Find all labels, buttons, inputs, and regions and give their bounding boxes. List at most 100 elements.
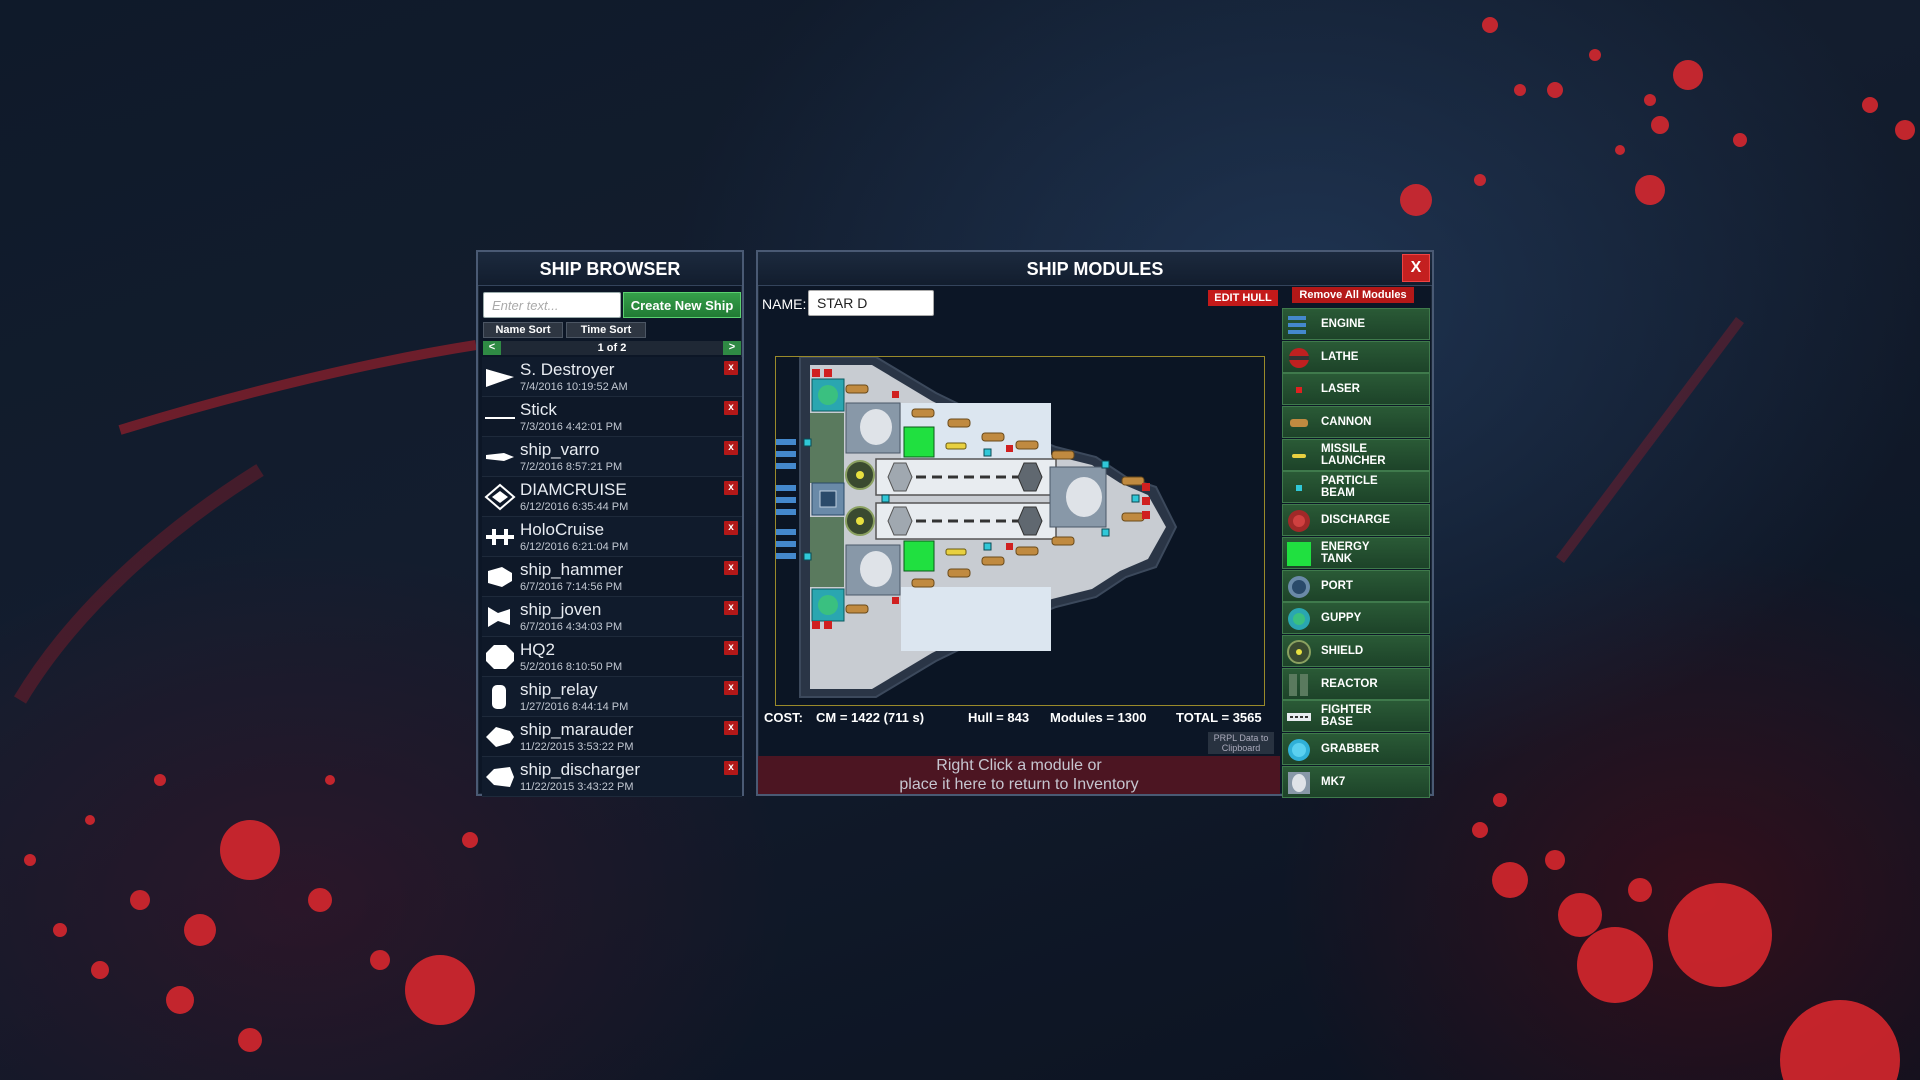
ship-date: 6/12/2016 6:21:04 PM (520, 541, 629, 553)
ship-name-field[interactable] (808, 290, 934, 316)
close-button[interactable]: X (1402, 254, 1430, 282)
ship-name: S. Destroyer (520, 360, 615, 379)
delete-ship-button[interactable]: x (724, 761, 738, 775)
module-item-laser[interactable]: LASER (1282, 373, 1430, 406)
module-label: PORT (1321, 579, 1353, 592)
lathe-icon (1289, 347, 1309, 368)
module-item-mk7[interactable]: MK7 (1282, 765, 1430, 798)
ship-name: ship_varro (520, 440, 600, 459)
module-item-discharge[interactable]: DISCHARGE (1282, 504, 1430, 537)
module-item-guppy[interactable]: GUPPY (1282, 602, 1430, 635)
ship-thumbnail-icon (486, 727, 514, 747)
laser-module (892, 391, 899, 398)
module-item-shield[interactable]: SHIELD (1282, 634, 1430, 667)
cannon-module (1015, 440, 1039, 450)
laser-module (892, 597, 899, 604)
lathe-module (824, 621, 832, 629)
delete-ship-button[interactable]: x (724, 561, 738, 575)
module-item-lathe[interactable]: LATHE (1282, 340, 1430, 373)
ship-modules-title: SHIP MODULES (758, 252, 1432, 286)
remove-all-modules-button[interactable]: Remove All Modules (1292, 287, 1414, 303)
cannon-module (911, 578, 935, 588)
prpl-copy-button[interactable]: PRPL Data to Clipboard (1208, 732, 1274, 754)
port-icon (1288, 575, 1310, 598)
cannon-module (947, 418, 971, 428)
delete-ship-button[interactable]: x (724, 641, 738, 655)
next-page-button[interactable]: > (723, 341, 741, 355)
lathe-module (1142, 511, 1150, 519)
engine-module (776, 463, 796, 469)
search-input[interactable] (483, 292, 621, 318)
cost-cm-value: CM = 1422 (711 s) (816, 710, 925, 725)
ship-name: Stick (520, 400, 557, 419)
ship-thumbnail-icon (485, 417, 515, 419)
delete-ship-button[interactable]: x (724, 721, 738, 735)
ship-name: ship_hammer (520, 560, 623, 579)
ship-list-item[interactable]: ship_varro 7/2/2016 8:57:21 PM x (482, 437, 742, 477)
delete-ship-button[interactable]: x (724, 681, 738, 695)
ship-date: 7/2/2016 8:57:21 PM (520, 461, 623, 473)
ship-date: 6/7/2016 4:34:03 PM (520, 621, 623, 633)
lathe-module (1142, 497, 1150, 505)
missile-launcher-module (945, 442, 967, 450)
ship-list-item[interactable]: Stick 7/3/2016 4:42:01 PM x (482, 397, 742, 437)
engine-module (776, 451, 796, 457)
ship-list-item[interactable]: HQ2 5/2/2016 8:10:50 PM x (482, 637, 742, 677)
module-item-engine[interactable]: ENGINE (1282, 308, 1430, 340)
delete-ship-button[interactable]: x (724, 401, 738, 415)
ship-name: ship_discharger (520, 760, 641, 779)
delete-ship-button[interactable]: x (724, 441, 738, 455)
delete-ship-button[interactable]: x (724, 601, 738, 615)
ship-thumbnail-icon (484, 483, 516, 511)
delete-ship-button[interactable]: x (724, 521, 738, 535)
module-label: LATHE (1321, 350, 1359, 363)
energy-tank-module (903, 426, 935, 458)
ship-date: 5/2/2016 8:10:50 PM (520, 661, 623, 673)
module-item-grabber[interactable]: GRABBER (1282, 732, 1430, 765)
missile-launcher-icon (1292, 453, 1306, 458)
engine-module (776, 497, 796, 503)
prev-page-button[interactable]: < (483, 341, 501, 355)
create-new-ship-button[interactable]: Create New Ship (623, 292, 741, 318)
ship-modules-panel: SHIP MODULES X NAME: EDIT HULL Remove Al… (756, 250, 1434, 798)
ship-date: 7/3/2016 4:42:01 PM (520, 421, 623, 433)
module-item-reactor[interactable]: REACTOR (1282, 667, 1430, 700)
particle-beam-module (983, 448, 992, 457)
delete-ship-button[interactable]: x (724, 361, 738, 375)
cannon-module (947, 568, 971, 578)
module-item-cannon[interactable]: CANNON (1282, 406, 1430, 439)
engine-module (776, 485, 796, 491)
particle-beam-module (803, 438, 812, 447)
cannon-module (845, 604, 869, 614)
delete-ship-button[interactable]: x (724, 481, 738, 495)
time-sort-button[interactable]: Time Sort (566, 322, 646, 338)
ship-name: HQ2 (520, 640, 555, 659)
ship-design-canvas[interactable] (775, 356, 1265, 706)
laser-module (1006, 543, 1013, 550)
module-item-port[interactable]: PORT (1282, 569, 1430, 602)
ship-name: ship_relay (520, 680, 598, 699)
cannon-module (1015, 546, 1039, 556)
ship-name: DIAMCRUISE (520, 480, 627, 499)
edit-hull-button[interactable]: EDIT HULL (1208, 290, 1278, 306)
cannon-module (1121, 476, 1145, 486)
missile-launcher-module (945, 548, 967, 556)
particle-beam-module (983, 542, 992, 551)
name-sort-button[interactable]: Name Sort (483, 322, 563, 338)
